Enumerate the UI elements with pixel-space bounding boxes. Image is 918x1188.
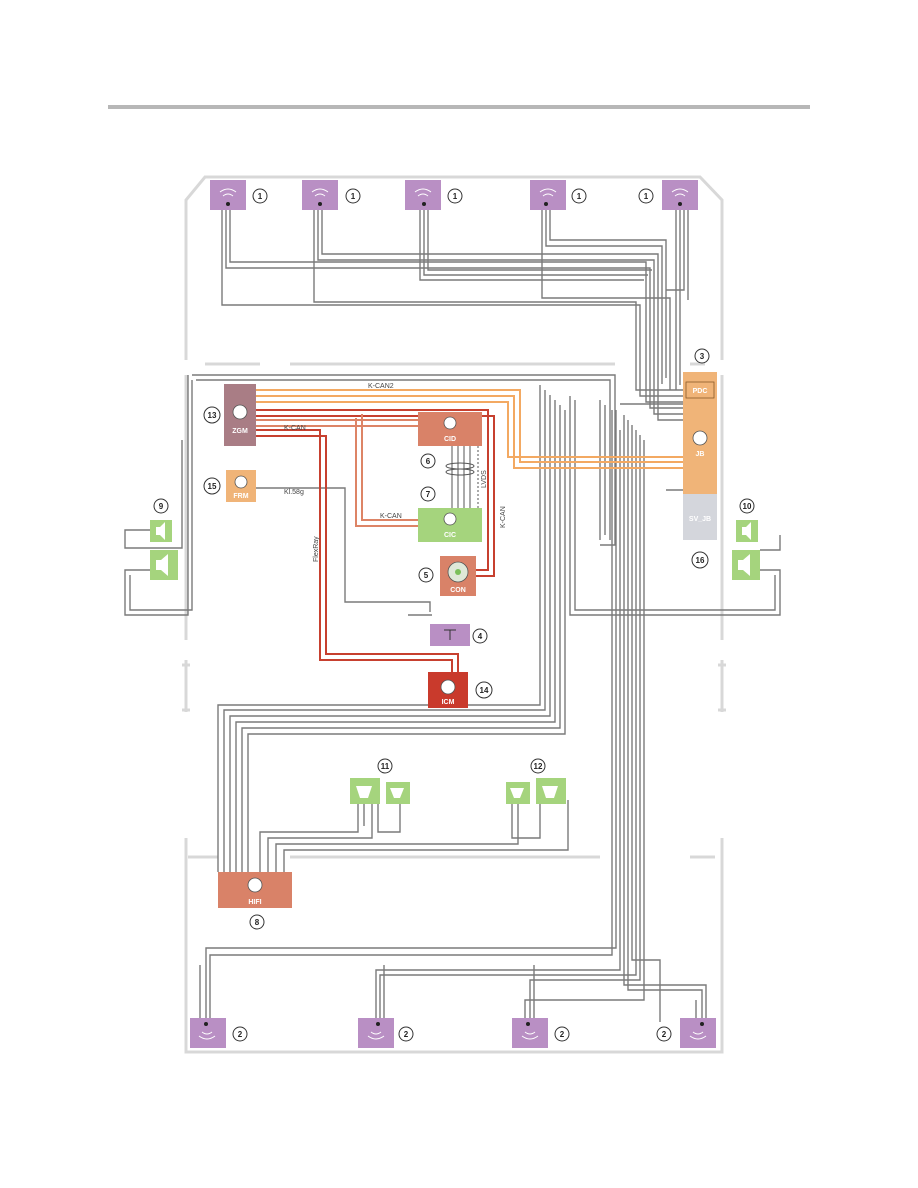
- vehicle-outline: [182, 175, 726, 1054]
- kl58g-label: Kl.58g: [284, 489, 304, 496]
- cic-label: CIC: [444, 532, 456, 539]
- zgm-label: ZGM: [232, 428, 248, 435]
- callout-2d: 2: [662, 1030, 667, 1039]
- callout-7: 7: [426, 490, 431, 499]
- hifi-label: HIFI: [248, 899, 261, 906]
- callout-1e: 1: [644, 192, 649, 201]
- junction-box: PDC JB SV_JB: [683, 372, 717, 540]
- frm-label: FRM: [233, 493, 248, 500]
- callout-1b: 1: [351, 192, 356, 201]
- callout-8: 8: [255, 918, 260, 927]
- transistor-icon: [234, 475, 248, 489]
- antenna-1c: [405, 180, 441, 210]
- speaker-group-12: [506, 778, 566, 804]
- item-4-module: [430, 624, 470, 646]
- grey-wiring: [124, 208, 781, 1022]
- speaker-icon: [738, 554, 750, 576]
- speaker-icon: [356, 786, 372, 798]
- ground-icon: [444, 629, 456, 640]
- jb-label: JB: [696, 451, 705, 458]
- callout-4: 4: [478, 632, 483, 641]
- callout-2b: 2: [404, 1030, 409, 1039]
- kcan2-label: K-CAN2: [368, 383, 394, 390]
- antenna-icon: [539, 188, 557, 197]
- antenna-1b: [302, 180, 338, 210]
- speaker-icon: [510, 788, 524, 798]
- antenna-1e: [662, 180, 698, 210]
- callout-1d: 1: [577, 192, 582, 201]
- antenna-icon: [367, 1031, 385, 1040]
- frm-module: FRM: [226, 470, 256, 502]
- antenna-2d: [680, 1018, 716, 1048]
- antenna-icon: [219, 188, 237, 197]
- callout-2a: 2: [238, 1030, 243, 1039]
- transistor-icon: [443, 416, 457, 430]
- callout-5: 5: [424, 571, 429, 580]
- callouts: [153, 188, 755, 1042]
- callout-1a: 1: [258, 192, 263, 201]
- icm-module: ICM: [428, 672, 468, 708]
- con-label: CON: [450, 587, 466, 594]
- antenna-1a: [210, 180, 246, 210]
- speaker-group-10: [732, 520, 760, 580]
- callout-9: 9: [159, 502, 164, 511]
- callout-16: 16: [696, 556, 705, 565]
- kcan-label-cic: K-CAN: [380, 513, 402, 520]
- callout-1c: 1: [453, 192, 458, 201]
- antenna-icon: [414, 188, 432, 197]
- header-rule: [108, 105, 810, 109]
- antenna-2c: [512, 1018, 548, 1048]
- cid-module: CID: [418, 412, 482, 446]
- icm-label: ICM: [442, 699, 455, 706]
- speaker-icon: [390, 788, 404, 798]
- lvds-label: LVDS: [481, 470, 488, 488]
- callout-12: 12: [534, 762, 543, 771]
- speaker-icon: [742, 522, 751, 540]
- bus-wiring: [255, 389, 690, 672]
- antenna-icon: [689, 1031, 707, 1040]
- callout-3: 3: [700, 352, 705, 361]
- callout-14: 14: [480, 686, 489, 695]
- speaker-icon: [156, 554, 168, 576]
- callout-6: 6: [426, 457, 431, 466]
- transistor-icon: [440, 679, 456, 695]
- callout-numbers: 1 1 1 1 1 2 2 2 2 3 4 5 6 7 8 9 10 11 12…: [159, 192, 752, 1039]
- zgm-module: ZGM: [224, 384, 256, 446]
- transistor-icon: [232, 404, 248, 420]
- antenna-2a: [190, 1018, 226, 1048]
- antenna-1d: [530, 180, 566, 210]
- antenna-icon: [671, 188, 689, 197]
- speaker-icon: [542, 786, 558, 798]
- pdc-label: PDC: [693, 388, 708, 395]
- speaker-icon: [156, 522, 165, 540]
- callout-10: 10: [743, 502, 752, 511]
- con-module: CON: [440, 556, 476, 596]
- flexray-label: FlexRay: [313, 536, 320, 562]
- transistor-icon: [692, 430, 708, 446]
- speaker-group-11: [350, 778, 410, 804]
- lvds-lines: [445, 446, 479, 508]
- hifi-module: HIFI: [218, 872, 292, 908]
- transistor-icon: [443, 512, 457, 526]
- callout-2c: 2: [560, 1030, 565, 1039]
- antenna-icon: [521, 1031, 539, 1040]
- sv-jb-label: SV_JB: [689, 516, 711, 523]
- transistor-icon: [247, 877, 263, 893]
- kcan-label-vertical: K-CAN: [500, 506, 507, 528]
- cic-module: CIC: [418, 508, 482, 542]
- callout-13: 13: [208, 411, 217, 420]
- antenna-icon: [311, 188, 329, 197]
- speaker-group-9: [150, 520, 178, 580]
- callout-15: 15: [208, 482, 217, 491]
- antenna-2b: [358, 1018, 394, 1048]
- antenna-icon: [198, 1031, 216, 1040]
- cid-label: CID: [444, 436, 456, 443]
- callout-11: 11: [381, 762, 390, 771]
- kcan-label-top: K-CAN: [284, 425, 306, 432]
